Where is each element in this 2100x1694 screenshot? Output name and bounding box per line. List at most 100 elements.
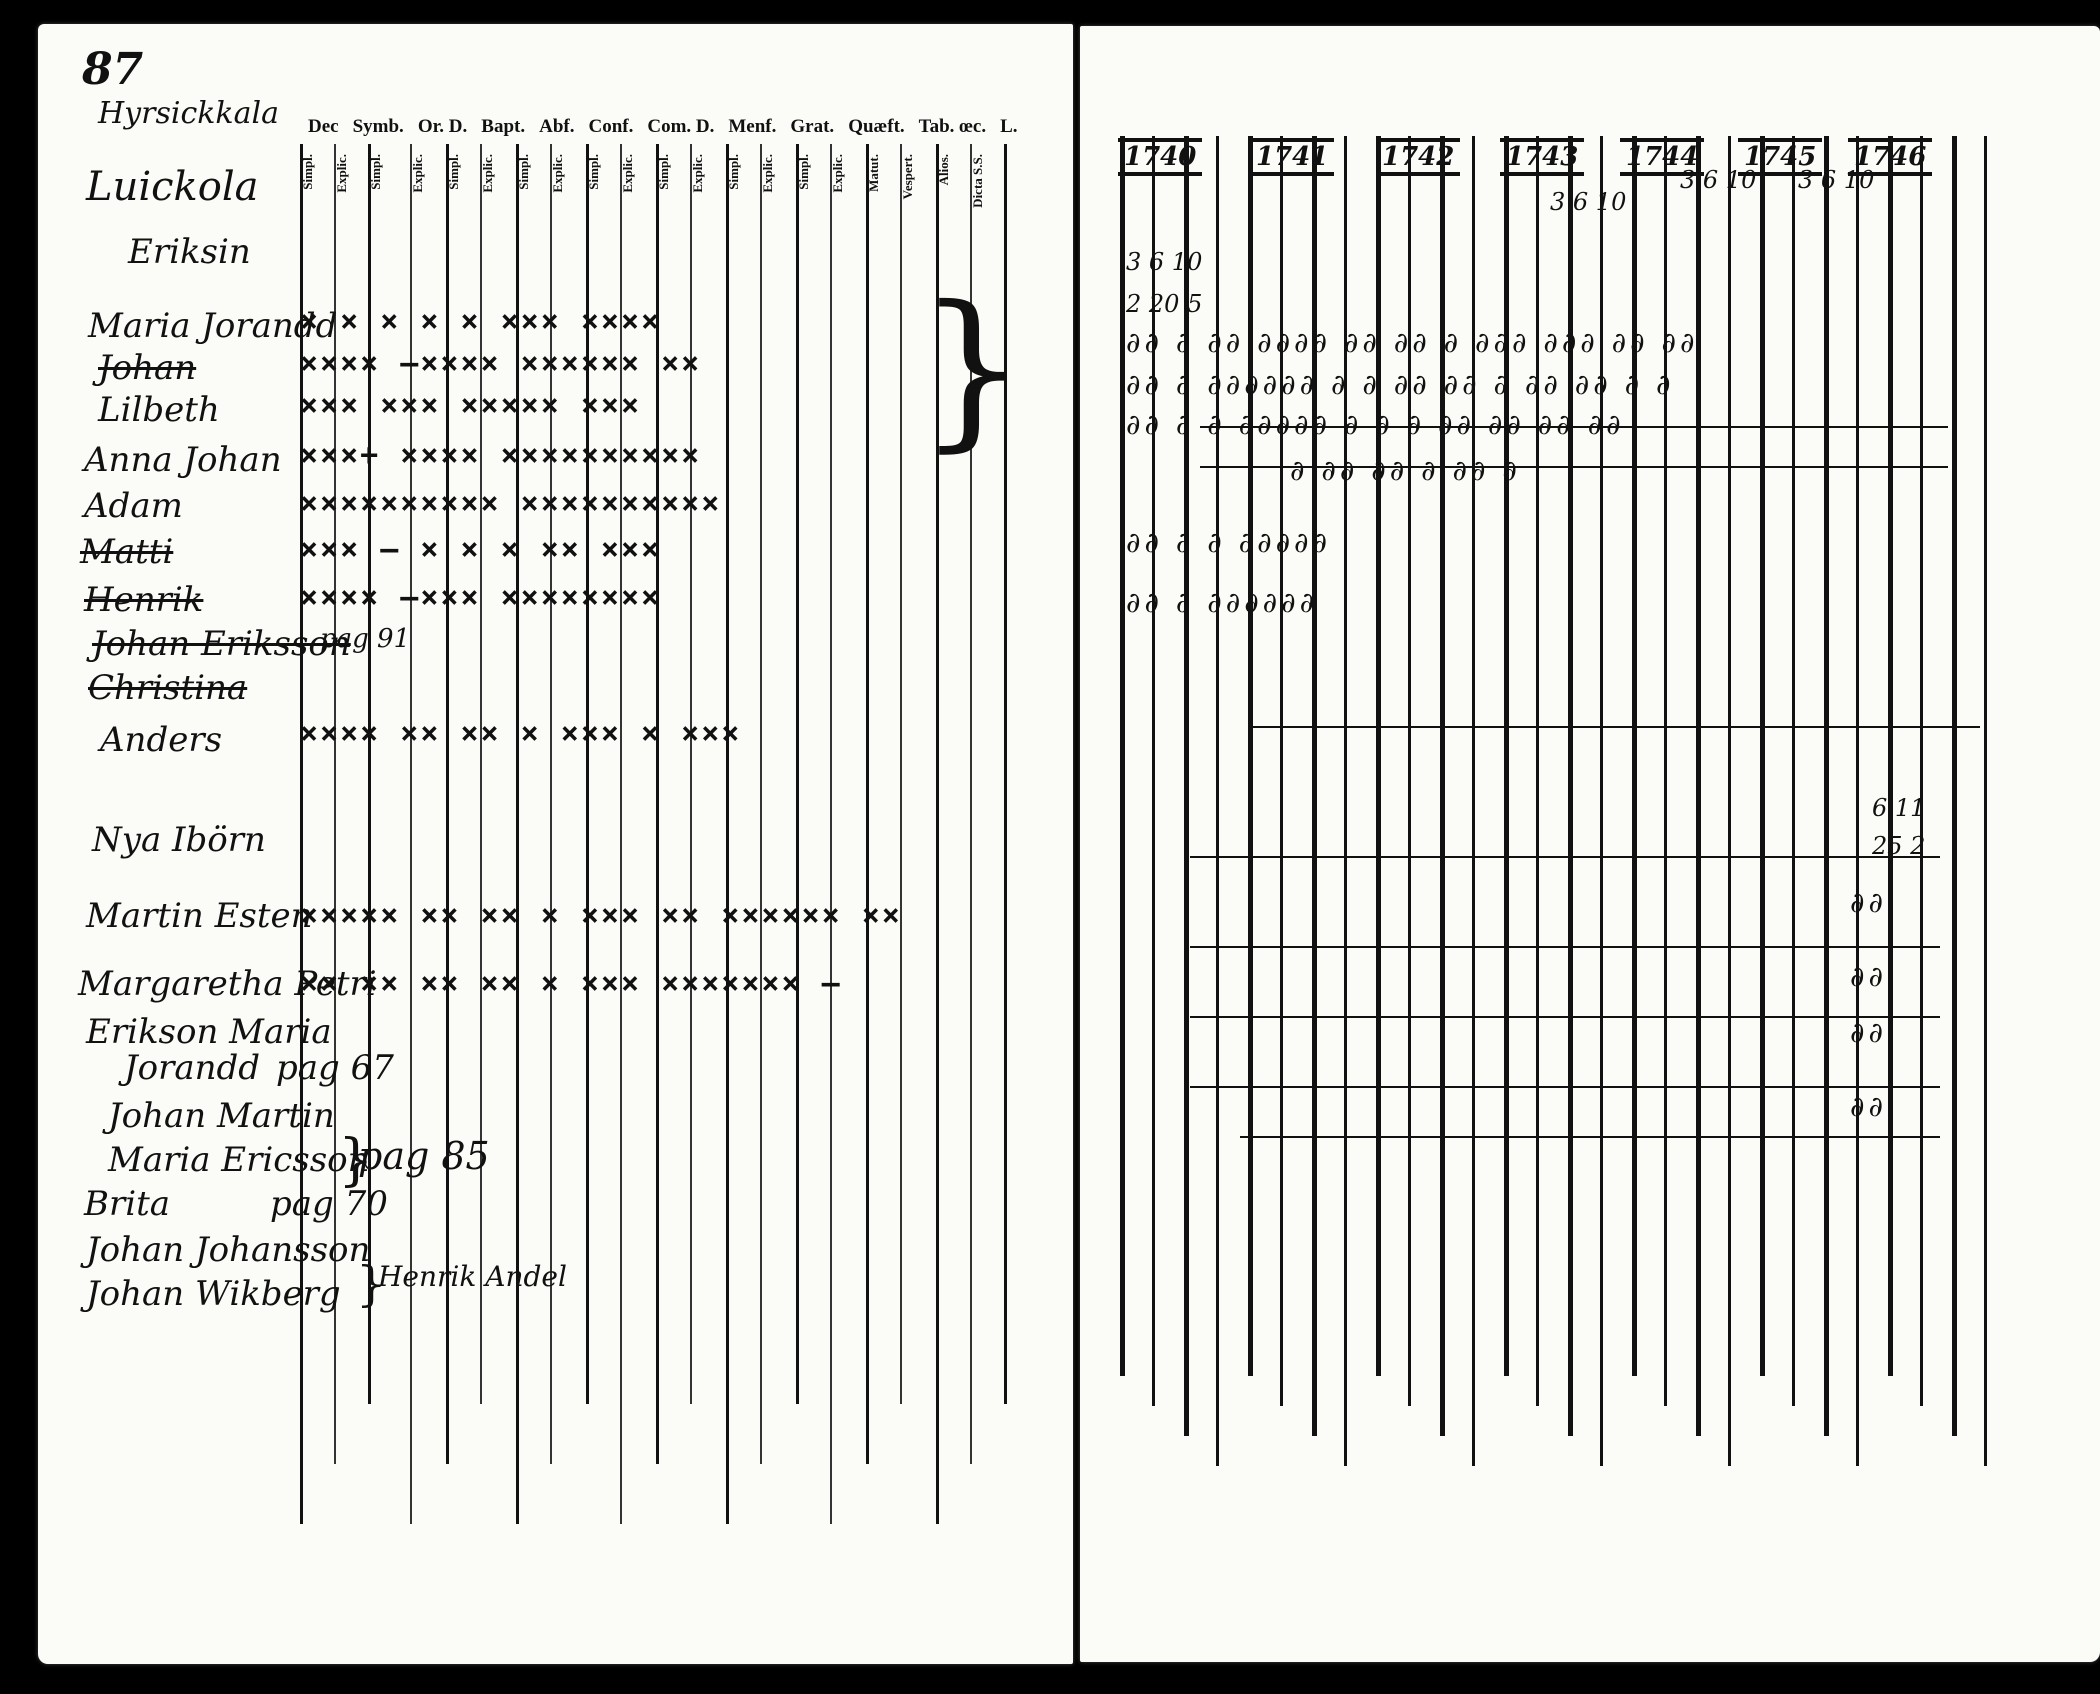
- tally-marks: ×××× –××× ××××××××: [300, 580, 662, 615]
- sub-header: Vespert.: [900, 154, 915, 200]
- person-name: Johan Wikberg: [86, 1274, 341, 1314]
- rule-line: [586, 144, 589, 1404]
- person-name: Henrik: [84, 580, 204, 620]
- sub-header: Explic.: [334, 154, 349, 193]
- year-header: 1743: [1500, 138, 1585, 176]
- rule-line: [1792, 136, 1795, 1406]
- tick-row: ∂∂: [1850, 1016, 1887, 1049]
- row-rule: [1250, 726, 1980, 728]
- tick-row: ∂∂ ∂ ∂∂∂∂∂∂: [1126, 586, 1319, 619]
- rule-line: [796, 144, 799, 1404]
- person-name: Johan Johansson: [86, 1230, 371, 1270]
- col-header: Abf.: [539, 116, 575, 137]
- bracket-icon: }: [338, 1128, 374, 1193]
- rule-line: [1600, 136, 1603, 1466]
- rule-line: [446, 144, 449, 1464]
- rule-line: [1344, 136, 1347, 1466]
- col-header: Menf.: [728, 116, 777, 137]
- tally-numbers: 3 6 10: [1550, 188, 1627, 216]
- sub-header: Explic.: [550, 154, 565, 193]
- year-header: 1744: [1620, 138, 1705, 176]
- col-header: L.: [1000, 116, 1018, 137]
- col-header: Symb.: [352, 116, 404, 137]
- rule-line: [620, 144, 622, 1524]
- person-name: Brita: [84, 1184, 171, 1224]
- person-name: Martin Esten: [86, 896, 313, 936]
- person-name: Margaretha Petri: [78, 964, 377, 1004]
- tally-marks: ×××× –×××× ×××××× ××: [300, 346, 702, 381]
- tick-row: ∂∂ ∂ ∂ ∂∂∂∂∂: [1126, 526, 1332, 559]
- section-title: Eriksin: [128, 232, 251, 272]
- bracket-note-2: Henrik Andel: [378, 1260, 567, 1293]
- rule-line: [1536, 136, 1539, 1406]
- row-rule: [1240, 1136, 1940, 1138]
- rule-line: [760, 144, 762, 1464]
- page-reference: pag 70: [270, 1184, 388, 1224]
- rule-line: [1184, 136, 1189, 1436]
- sub-header: Explic.: [410, 154, 425, 193]
- rule-line: [1568, 136, 1573, 1436]
- rule-line: [1152, 136, 1155, 1406]
- rule-line: [656, 144, 659, 1464]
- person-name: Matti: [80, 532, 174, 572]
- tally-numbers: 3 6 10: [1126, 248, 1203, 276]
- left-page: 87 Hyrsickkala Luickola Eriksin Dec Symb…: [38, 24, 1073, 1664]
- row-rule: [1190, 856, 1940, 858]
- col-header: Tab. œc.: [918, 116, 987, 137]
- farm-name: Hyrsickkala: [98, 96, 279, 131]
- row-rule: [1200, 426, 1948, 428]
- year-header: 1740: [1118, 138, 1203, 176]
- tick-row: ∂∂ ∂ ∂ ∂∂∂∂∂ ∂ ∂ ∂ ∂∂ ∂∂ ∂∂ ∂∂: [1126, 408, 1625, 441]
- rule-line: [1440, 136, 1445, 1436]
- year-header: 1745: [1738, 138, 1823, 176]
- row-rule: [1190, 946, 1940, 948]
- rule-line: [1664, 136, 1667, 1406]
- row-rule: [1190, 1086, 1940, 1088]
- person-name: Lilbeth: [98, 390, 220, 430]
- tally-numbers: 2 20 5: [1126, 290, 1203, 318]
- sub-header: Explic.: [690, 154, 705, 193]
- tally-marks: ×××× ×× ×× × ××× × ×××: [300, 716, 742, 751]
- page-reference: pag 67: [276, 1048, 394, 1088]
- bracket-icon: }: [356, 1256, 387, 1312]
- rule-line: [1120, 136, 1125, 1376]
- col-header: Quæft.: [848, 116, 905, 137]
- col-header: Or. D.: [417, 116, 468, 137]
- rule-line: [1004, 144, 1007, 1404]
- tick-row: ∂∂ ∂ ∂∂ ∂∂∂∂ ∂∂ ∂∂ ∂ ∂∂∂ ∂∂∂ ∂∂ ∂∂: [1126, 326, 1699, 359]
- page-reference: pag 91: [320, 624, 411, 654]
- person-name: Anna Johan: [84, 440, 282, 480]
- rule-line: [866, 144, 869, 1464]
- rule-line: [1760, 136, 1765, 1376]
- person-name: Anders: [100, 720, 223, 760]
- rule-line: [1248, 136, 1253, 1376]
- rule-line: [300, 144, 303, 1524]
- col-header: Conf.: [588, 116, 634, 137]
- rule-line: [368, 144, 371, 1404]
- column-header-row: Dec Symb. Or. D. Bapt. Abf. Conf. Com. D…: [308, 116, 1032, 138]
- rule-line: [550, 144, 552, 1464]
- rule-line: [1824, 136, 1829, 1436]
- tally-marks: ×××××××××× ××××××××××: [300, 486, 722, 521]
- brace-icon: }: [918, 270, 1027, 468]
- sub-header: Dicta S.S.: [970, 154, 985, 208]
- rule-line: [480, 144, 482, 1404]
- person-name: Jorandd: [124, 1048, 261, 1088]
- tally-marks: ×××+ ×××× ××××××××××: [300, 438, 702, 473]
- rule-line: [1312, 136, 1317, 1436]
- person-name: Maria Ericsson: [108, 1140, 370, 1180]
- tally-numbers: 6 11: [1872, 794, 1926, 822]
- tick-row: ∂ ∂∂ ∂∂ ∂ ∂∂ ∂: [1290, 454, 1521, 487]
- sub-header: Explic.: [620, 154, 635, 193]
- rule-line: [334, 144, 336, 1464]
- tally-numbers: 3 6 10: [1798, 166, 1875, 194]
- tick-row: ∂∂ ∂ ∂∂∂∂∂∂ ∂ ∂ ∂∂ ∂∂ ∂ ∂∂ ∂∂ ∂ ∂: [1126, 368, 1675, 401]
- tally-marks: ×× ×× ×× ×× × ××× ××××××× –: [300, 966, 842, 1001]
- tick-row: ∂∂: [1850, 1090, 1887, 1123]
- person-name: Johan Martin: [108, 1096, 335, 1136]
- tally-marks: × × × × × ××× ××××: [300, 304, 662, 339]
- rule-line: [1952, 136, 1957, 1436]
- rule-line: [830, 144, 832, 1524]
- sub-header: Explic.: [760, 154, 775, 193]
- year-header: 1742: [1376, 138, 1461, 176]
